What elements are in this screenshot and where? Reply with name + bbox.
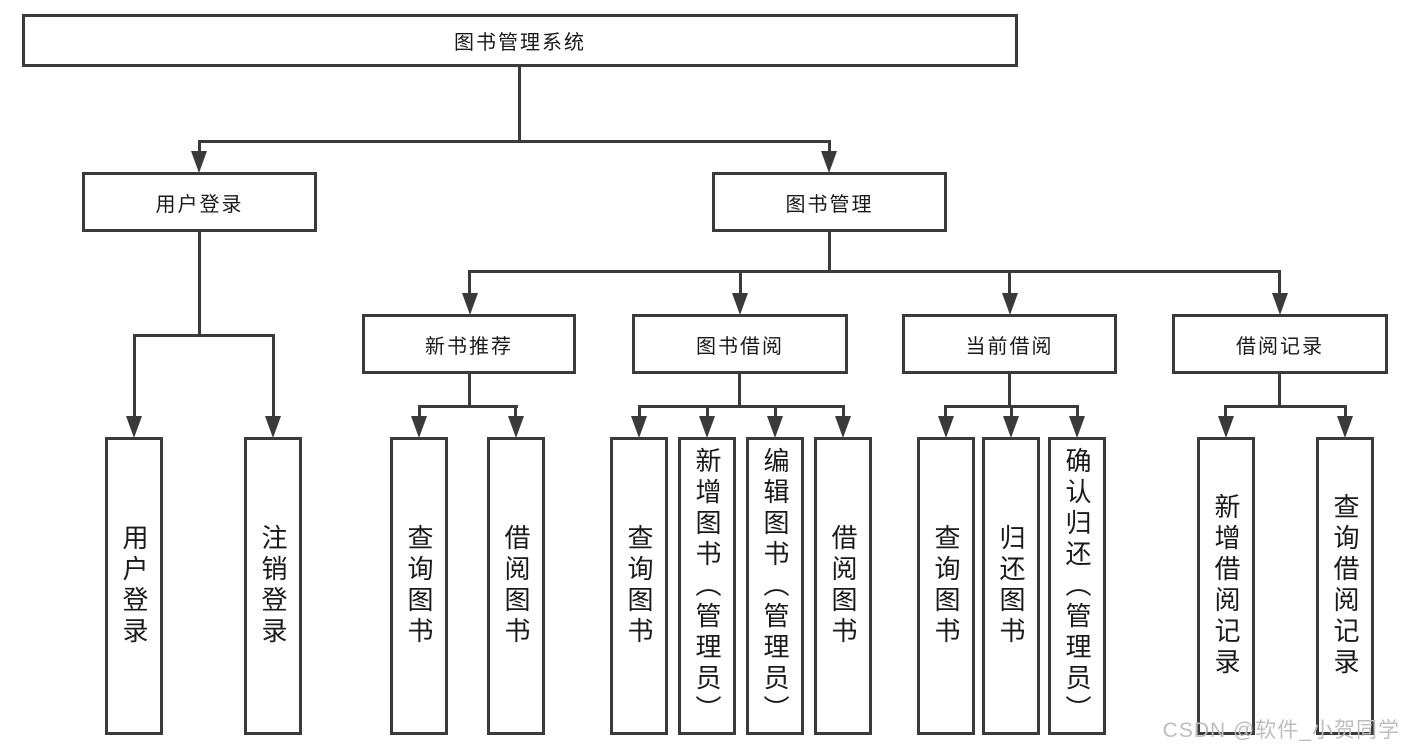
connector (739, 270, 742, 298)
arrow-down-icon (1218, 416, 1234, 438)
arrow-down-icon (699, 416, 715, 438)
arrow-down-icon (1337, 416, 1353, 438)
leaf-label: 确认归还（管理员） (1062, 446, 1092, 726)
arrow-down-icon (1272, 293, 1288, 315)
connector (738, 372, 741, 408)
connector (1076, 405, 1079, 421)
leaf-return-books: 归还图书 (982, 437, 1040, 735)
arrow-down-icon (126, 416, 142, 438)
connector (1224, 405, 1347, 408)
node-current-borrowing: 当前借阅 (902, 314, 1117, 374)
connector (1008, 270, 1011, 298)
leaf-confirm-return-admin: 确认归还（管理员） (1048, 437, 1106, 735)
arrow-down-icon (191, 151, 207, 173)
connector (1224, 405, 1227, 421)
leaf-borrow-books-recommend: 借阅图书 (487, 437, 545, 735)
connector (133, 334, 275, 337)
node-book-borrowing: 图书借阅 (632, 314, 848, 374)
connector (842, 405, 845, 421)
arrow-down-icon (938, 416, 954, 438)
leaf-label: 查询借阅记录 (1330, 493, 1360, 679)
arrow-down-icon (1002, 293, 1018, 315)
leaf-user-login: 用户登录 (105, 437, 163, 735)
connector (198, 140, 831, 143)
connector (468, 270, 471, 298)
connector (1010, 405, 1013, 421)
leaf-edit-books-admin: 编辑图书（管理员） (746, 437, 804, 735)
connector (1344, 405, 1347, 421)
connector (774, 405, 777, 421)
connector (944, 405, 947, 421)
watermark: CSDN @软件_小贺同学 (1162, 719, 1400, 742)
connector (272, 334, 275, 422)
leaf-label: 新增图书（管理员） (692, 446, 722, 726)
connector (638, 405, 641, 421)
leaf-query-books-current: 查询图书 (917, 437, 975, 735)
arrow-down-icon (732, 293, 748, 315)
node-user-login: 用户登录 (82, 172, 317, 232)
leaf-label: 归还图书 (996, 524, 1026, 648)
leaf-label: 借阅图书 (828, 524, 858, 648)
connector (418, 405, 518, 408)
leaf-query-borrow-record: 查询借阅记录 (1316, 437, 1374, 735)
connector (468, 372, 471, 408)
arrow-down-icon (508, 416, 524, 438)
leaf-label: 用户登录 (119, 524, 149, 648)
leaf-query-books-recommend: 查询图书 (390, 437, 448, 735)
arrow-down-icon (631, 416, 647, 438)
connector (198, 140, 201, 156)
arrow-down-icon (265, 416, 281, 438)
node-borrowing-records: 借阅记录 (1172, 314, 1388, 374)
connector (518, 65, 521, 143)
connector (638, 405, 845, 408)
leaf-label: 注销登录 (258, 524, 288, 648)
node-book-management: 图书管理 (712, 172, 947, 232)
arrow-down-icon (767, 416, 783, 438)
connector (133, 334, 136, 422)
arrow-down-icon (835, 416, 851, 438)
leaf-label: 借阅图书 (501, 524, 531, 648)
leaf-label: 新增借阅记录 (1211, 493, 1241, 679)
connector (1278, 270, 1281, 298)
connector (468, 270, 1281, 273)
connector (1008, 372, 1011, 408)
leaf-label: 编辑图书（管理员） (760, 446, 790, 726)
arrow-down-icon (411, 416, 427, 438)
leaf-query-books-borrowing: 查询图书 (610, 437, 668, 735)
arrow-down-icon (1003, 416, 1019, 438)
connector (198, 230, 201, 337)
node-library-management-system: 图书管理系统 (22, 14, 1018, 67)
connector (418, 405, 421, 421)
connector (828, 230, 831, 273)
connector (514, 405, 517, 421)
arrow-down-icon (1069, 416, 1085, 438)
leaf-label: 查询图书 (624, 524, 654, 648)
leaf-add-borrow-record: 新增借阅记录 (1197, 437, 1255, 735)
arrow-down-icon (462, 293, 478, 315)
connector (706, 405, 709, 421)
arrow-down-icon (821, 151, 837, 173)
leaf-label: 查询图书 (931, 524, 961, 648)
leaf-label: 查询图书 (404, 524, 434, 648)
leaf-logout: 注销登录 (244, 437, 302, 735)
connector (828, 140, 831, 156)
leaf-add-books-admin: 新增图书（管理员） (678, 437, 736, 735)
connector (1278, 372, 1281, 408)
node-new-book-recommendation: 新书推荐 (362, 314, 576, 374)
leaf-borrow-books-borrowing: 借阅图书 (814, 437, 872, 735)
